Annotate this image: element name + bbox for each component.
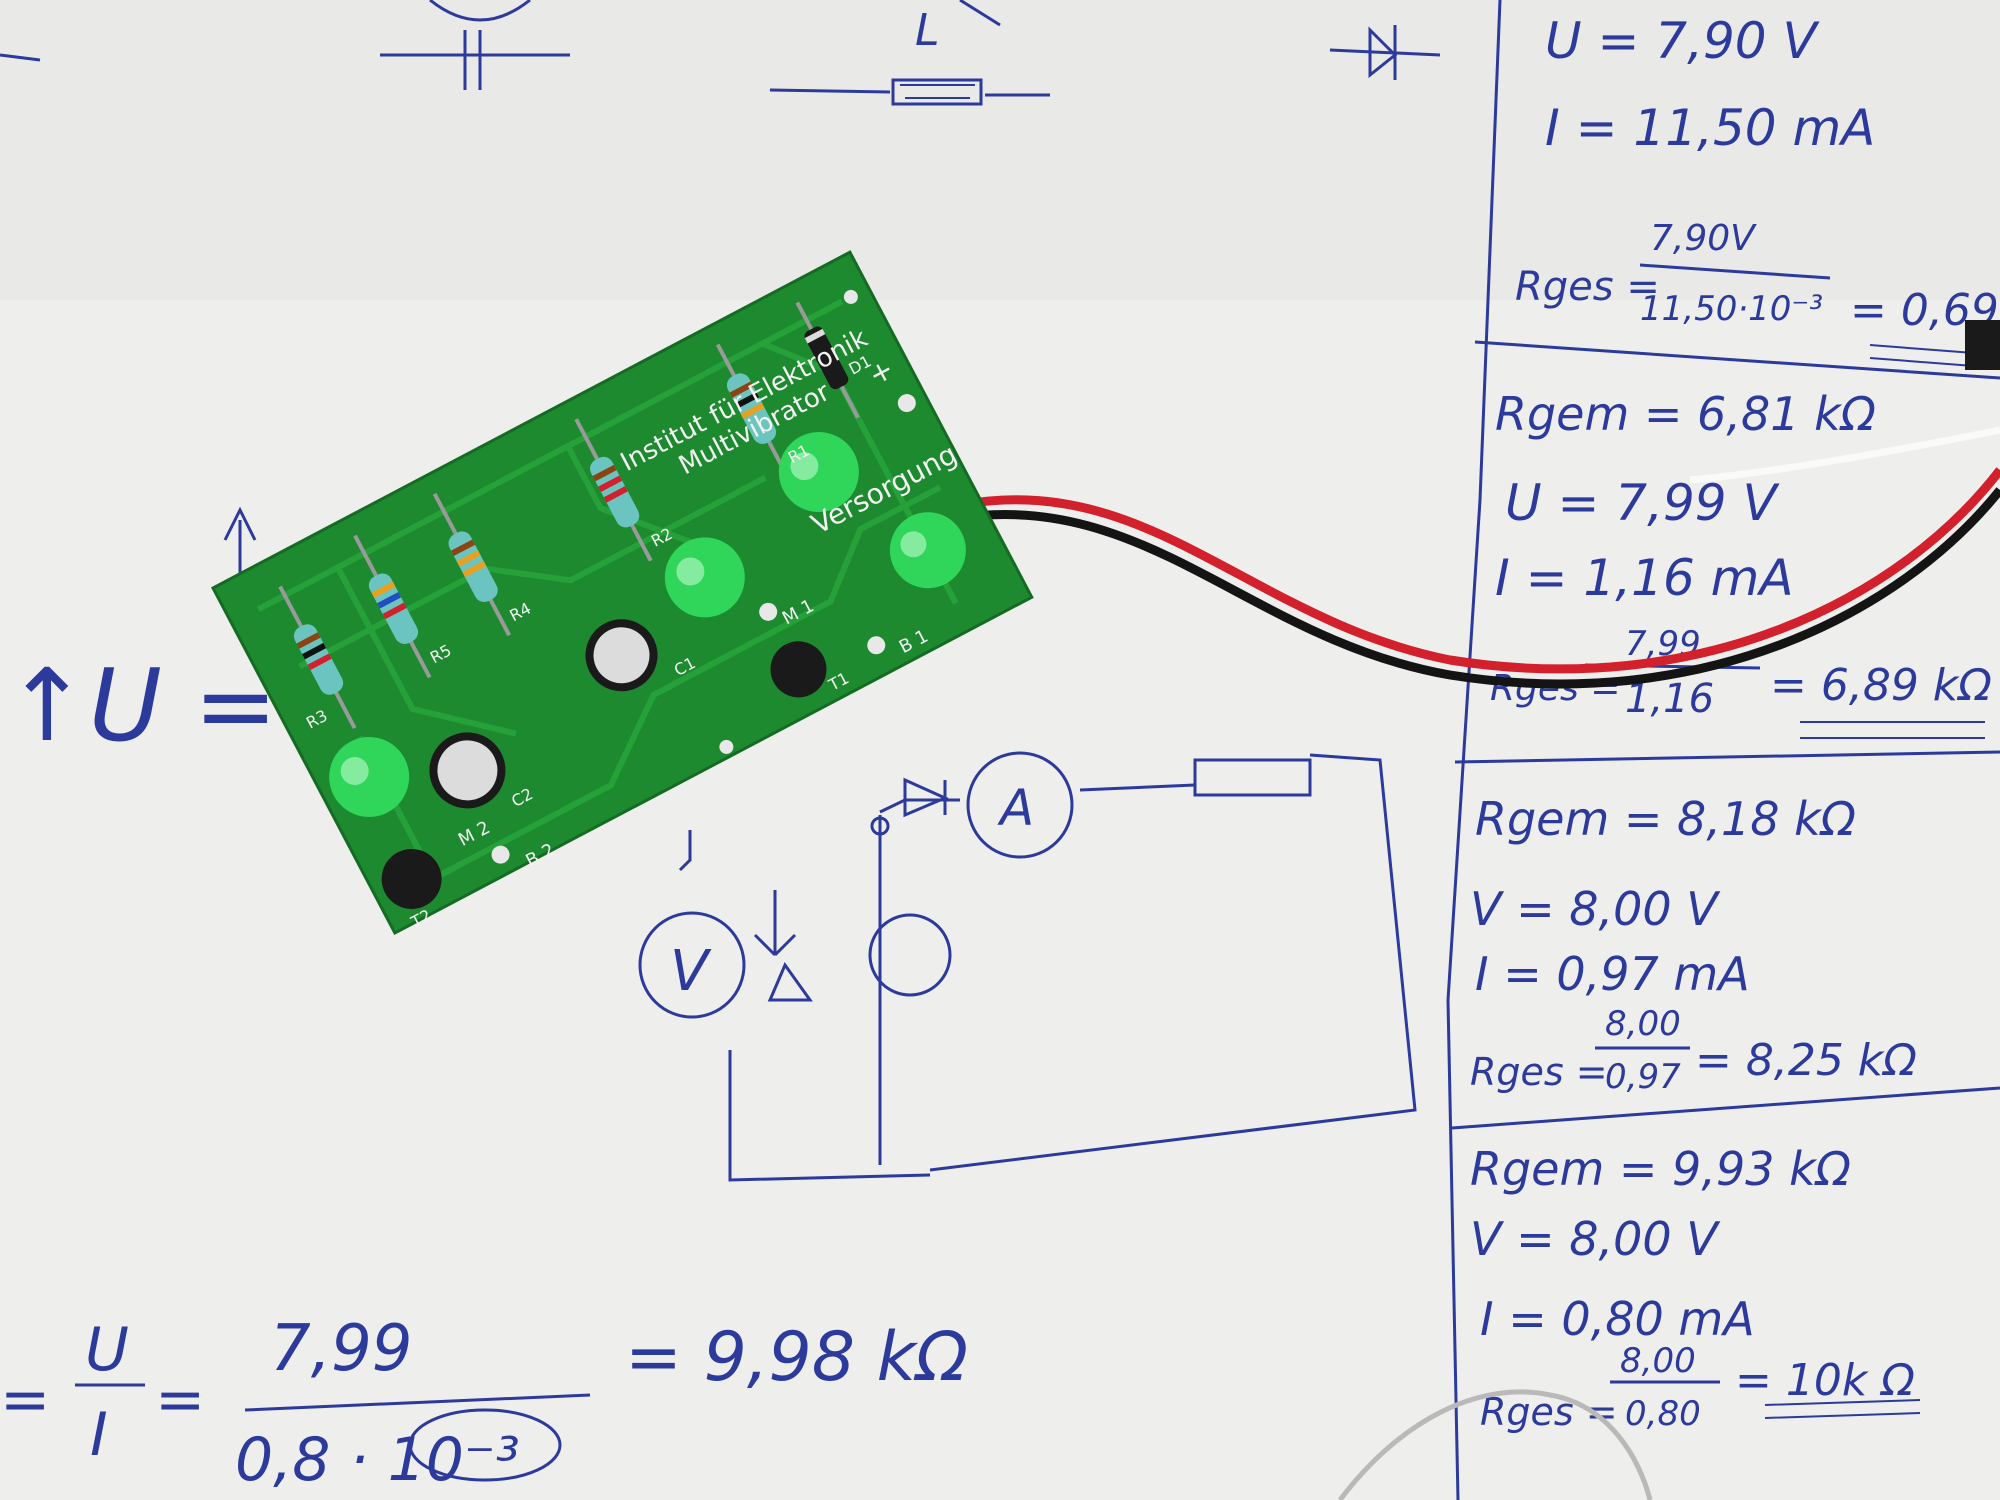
block1-rges-label: Rges = [1515, 264, 1660, 310]
block1-denominator: 11,50·10⁻³ [1640, 289, 1823, 329]
block4-result: = 10k Ω [1735, 1355, 1915, 1406]
block3-i: I = 0,97 mA [1475, 947, 1750, 1001]
capacitor-c2-top [437, 740, 498, 801]
block3-v: V = 8,00 V [1470, 882, 1721, 936]
u-equals-label: ↑U = [5, 647, 278, 764]
frac2-num: 7,99 [270, 1312, 413, 1386]
exponent-circle [408, 1408, 562, 1482]
block2-result: = 6,89 kΩ [1770, 660, 1992, 711]
frac2-den: 0,8 · 10⁻³ [235, 1425, 520, 1495]
ammeter-label: A [997, 779, 1034, 837]
resistor-r4 [432, 492, 512, 637]
transistor-t1 [770, 641, 827, 698]
formula-equals: = [155, 1365, 205, 1435]
block2-i: I = 1,16 mA [1495, 549, 1794, 607]
black-wire [957, 487, 2000, 689]
block1-numerator: 7,90V [1650, 218, 1757, 259]
notes-block-2: Rgem = 6,81 kΩ U = 7,99 V I = 1,16 mA 7,… [1490, 387, 1992, 739]
pcb-substrate [210, 250, 1034, 936]
led-3 [778, 432, 859, 513]
arrow-up [223, 506, 257, 580]
notes-block-3: Rgem = 8,18 kΩ V = 8,00 V I = 0,97 mA 8,… [1470, 792, 1917, 1097]
block3-result: = 8,25 kΩ [1695, 1035, 1917, 1086]
block4-rgem: Rgem = 9,93 kΩ [1470, 1142, 1851, 1196]
frac1-den: I [90, 1400, 108, 1470]
block4-v: V = 8,00 V [1470, 1212, 1721, 1266]
paper-shading [0, 0, 2000, 300]
block3-denominator: 0,97 [1605, 1057, 1681, 1097]
resistor-r3 [278, 585, 357, 730]
block4-denominator: 0,80 [1625, 1394, 1701, 1434]
notes-block-4: Rgem = 9,93 kΩ V = 8,00 V I = 0,80 mA 8,… [1470, 1142, 1921, 1434]
drawn-circuit [638, 751, 1417, 1182]
pcb-pads [491, 289, 916, 864]
block2-rges-label: Rges = [1490, 668, 1620, 709]
resistor-r5 [353, 534, 432, 679]
led-4 [889, 512, 966, 589]
capacitor-c1-top [593, 627, 650, 684]
white-wire [1689, 426, 2000, 484]
block4-numerator: 8,00 [1620, 1341, 1696, 1381]
top-symbols [0, 0, 1441, 106]
formula-prefix: = [0, 1365, 50, 1435]
diode-d1 [795, 301, 860, 419]
led-2 [664, 537, 745, 618]
block1-i: I = 11,50 mA [1545, 99, 1875, 157]
voltmeter-label: V [670, 939, 712, 1004]
battery-clip [1965, 320, 2000, 370]
red-wire [959, 467, 2000, 674]
notes-divider-vertical [1446, 0, 1502, 1500]
block4-i: I = 0,80 mA [1480, 1292, 1755, 1346]
formula-result: = 9,98 kΩ [625, 1318, 968, 1397]
frac1-num: U [85, 1315, 129, 1385]
notes-divider-1 [1474, 340, 2000, 380]
notes-divider-3 [1451, 1086, 2000, 1130]
transistor-t2 [381, 848, 442, 909]
block3-rgem: Rgem = 8,18 kΩ [1475, 792, 1856, 846]
metal-wire [1338, 1389, 1653, 1500]
block1-u: U = 7,90 V [1545, 12, 1821, 70]
pcb-board: Multivibrator Institut für Elektronik Ve… [210, 250, 1034, 936]
inductor-label: L [915, 5, 940, 56]
led-1 [329, 736, 410, 817]
supply-wires [957, 426, 2000, 689]
resistor-r2 [574, 418, 653, 562]
bottom-formula: = U I = 7,99 0,8 · 10⁻³ = 9,98 kΩ [0, 1312, 968, 1495]
block2-rgem: Rgem = 6,81 kΩ [1495, 387, 1876, 441]
block3-numerator: 8,00 [1605, 1004, 1681, 1044]
resistor-r1 [715, 343, 790, 479]
notes-block-1: U = 7,90 V I = 11,50 mA Rges = 7,90V 11,… [1515, 12, 2000, 369]
block3-rges-label: Rges = [1470, 1050, 1608, 1094]
notes-divider-2 [1454, 750, 2000, 764]
block2-u: U = 7,99 V [1505, 474, 1781, 532]
